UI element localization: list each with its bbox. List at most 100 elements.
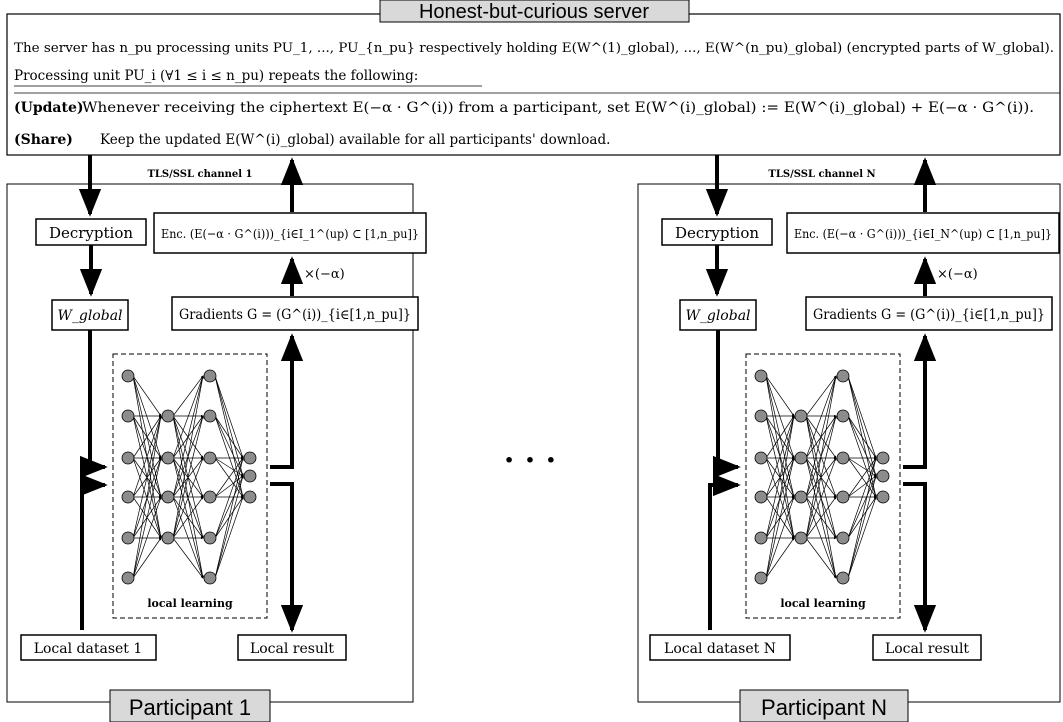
network-node	[121, 451, 135, 465]
network-node	[203, 531, 217, 545]
network-edge	[765, 415, 795, 579]
network-node	[161, 409, 175, 423]
gradients-box	[171, 296, 419, 331]
participant-1-label: Participant 1	[129, 695, 251, 720]
network-edge	[132, 415, 162, 539]
network-node	[161, 490, 175, 504]
network-edge	[805, 375, 837, 498]
channel-label: TLS/SSL channel 1	[147, 169, 252, 180]
participant-n-panel: TLS/SSL channel N Decryption W_global En…	[637, 155, 1061, 722]
network-edge	[214, 475, 244, 539]
network-edge	[214, 415, 244, 477]
participant-1-panel: TLS/SSL channel 1 Decryption W_global En…	[6, 155, 427, 722]
network-edge	[172, 457, 204, 539]
network-node	[243, 451, 257, 465]
network-edge	[847, 375, 877, 459]
network-edge	[172, 375, 204, 459]
network-edge	[172, 415, 204, 539]
participant-1-box	[6, 183, 414, 703]
local-result-box	[872, 634, 982, 661]
participant-1-label-bg	[109, 689, 271, 722]
update-text: Whenever receiving the ciphertext E(−α ·…	[82, 100, 1034, 116]
network-node	[794, 451, 808, 465]
processing-unit-rule: Processing unit PU_i (∀1 ≤ i ≤ n_pu) rep…	[14, 68, 418, 84]
network-edge	[132, 496, 162, 579]
multiplier-label: ×(−α)	[304, 267, 345, 282]
network-edge	[765, 537, 795, 579]
network-to-result-flow	[270, 482, 304, 633]
network-node	[243, 469, 257, 483]
network-edge	[214, 415, 244, 498]
network-edge	[765, 415, 795, 539]
network-node	[876, 451, 890, 465]
network-edge	[172, 496, 204, 539]
network-edge	[805, 537, 837, 579]
network-edge	[214, 375, 244, 477]
network-node	[203, 451, 217, 465]
network-node	[121, 531, 135, 545]
network-edge	[765, 457, 795, 579]
network-edge	[214, 457, 244, 579]
gradients-label: Gradients G = (G^(i))_{i∈[1,n_pu]}	[813, 307, 1045, 323]
network-edge	[805, 375, 837, 539]
network-edge	[132, 537, 162, 579]
network-edge	[847, 415, 877, 498]
enc-label: Enc. (E(−α · G^(i)))_{i∈I_1^(up) ⊂ [1,n_…	[161, 226, 419, 241]
network-edge	[847, 496, 877, 579]
network-edge	[765, 415, 795, 498]
network-edge	[805, 375, 837, 459]
network-edge	[132, 457, 162, 579]
server-description: The server has n_pu processing units PU_…	[14, 41, 1054, 56]
network-node	[754, 451, 768, 465]
network-edge	[214, 496, 244, 579]
network-node	[754, 409, 768, 423]
network-node	[836, 409, 850, 423]
network-node	[836, 490, 850, 504]
network-edge	[172, 375, 204, 417]
server-title-bg	[379, 0, 690, 23]
participant-n-label: Participant N	[761, 695, 887, 720]
gradients-label: Gradients G = (G^(i))_{i∈[1,n_pu]}	[179, 307, 411, 323]
network-edge	[214, 457, 244, 477]
participant-n-box	[637, 183, 1061, 703]
ellipsis: · · ·	[504, 443, 556, 478]
w-global-label: W_global	[57, 308, 122, 324]
network-edge	[172, 537, 204, 579]
local-dataset-box	[20, 634, 157, 661]
participant-n-label-bg	[739, 689, 909, 722]
network-edge	[214, 375, 244, 459]
network-edge	[214, 457, 244, 498]
local-result-label: Local result	[885, 641, 969, 657]
network-node	[754, 531, 768, 545]
neural-network	[121, 369, 257, 585]
network-node	[243, 490, 257, 504]
network-edge	[847, 375, 877, 477]
local-result-box	[237, 634, 347, 661]
server-panel: Honest-but-curious server The server has…	[6, 0, 1061, 156]
dataset-to-network-flow	[708, 473, 741, 630]
network-edge	[765, 375, 795, 417]
decryption-label: Decryption	[675, 224, 759, 242]
network-edge	[847, 457, 877, 579]
server-box	[6, 13, 1061, 156]
network-edge	[847, 475, 877, 579]
network-node	[794, 409, 808, 423]
network-node	[754, 571, 768, 585]
network-to-gradients-flow	[270, 333, 304, 469]
network-node	[794, 531, 808, 545]
network-edge	[805, 415, 837, 539]
decryption-box	[35, 218, 147, 246]
update-label: (Update)	[14, 100, 83, 116]
local-dataset-label: Local dataset N	[664, 641, 776, 657]
network-node	[836, 451, 850, 465]
network-edge	[847, 475, 877, 539]
network-edge	[172, 375, 204, 539]
network-node	[836, 531, 850, 545]
network-edge	[805, 496, 837, 539]
network-node	[203, 571, 217, 585]
decryption-label: Decryption	[49, 224, 133, 242]
network-to-gradients-flow	[903, 333, 937, 469]
local-learning-label: local learning	[780, 597, 866, 610]
network-edge	[805, 375, 837, 417]
local-result-label: Local result	[250, 641, 334, 657]
